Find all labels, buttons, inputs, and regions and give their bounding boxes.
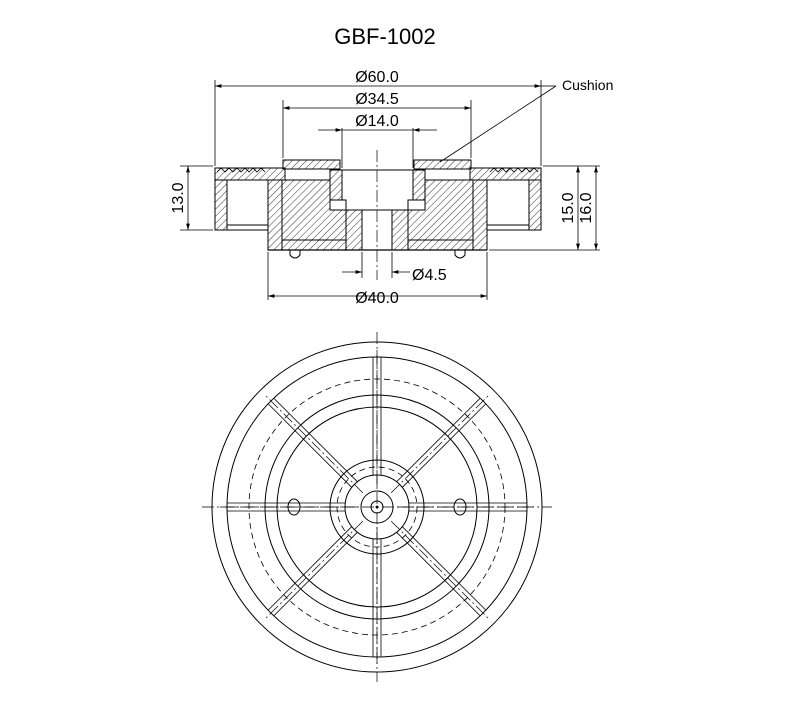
cushion-label: Cushion — [562, 77, 613, 93]
dimension-bore-diameter: Ø14.0 — [355, 113, 399, 130]
spoke-centerline — [390, 393, 491, 494]
section-view: Ø60.0 Ø34.5 Ø14.0 Cushion 13.0 15.0 16.0… — [170, 69, 613, 307]
spoke-edge — [273, 397, 358, 482]
dimension-base-diameter: Ø40.0 — [355, 290, 399, 307]
dimension-hole-diameter: Ø4.5 — [412, 267, 447, 284]
spoke-centerline — [263, 393, 364, 494]
spoke-edge — [267, 526, 352, 611]
spoke-edge — [267, 403, 352, 488]
spoke-edge — [396, 532, 481, 617]
dimension-outer-diameter: Ø60.0 — [355, 69, 399, 86]
spoke-edge — [402, 526, 487, 611]
dimension-height-inner: 15.0 — [560, 192, 577, 223]
dimension-left-height: 13.0 — [170, 182, 187, 213]
dimension-height-total: 16.0 — [578, 192, 595, 223]
section-outline — [214, 159, 542, 259]
dimension-cushion-diameter: Ø34.5 — [355, 91, 399, 108]
spoke-edge — [396, 397, 481, 482]
spoke-edge — [402, 403, 487, 488]
spoke-edge — [273, 532, 358, 617]
drawing-title: GBF-1002 — [334, 24, 436, 49]
plan-view — [202, 332, 552, 682]
spoke-centerline — [263, 520, 364, 621]
spoke-centerline — [390, 520, 491, 621]
